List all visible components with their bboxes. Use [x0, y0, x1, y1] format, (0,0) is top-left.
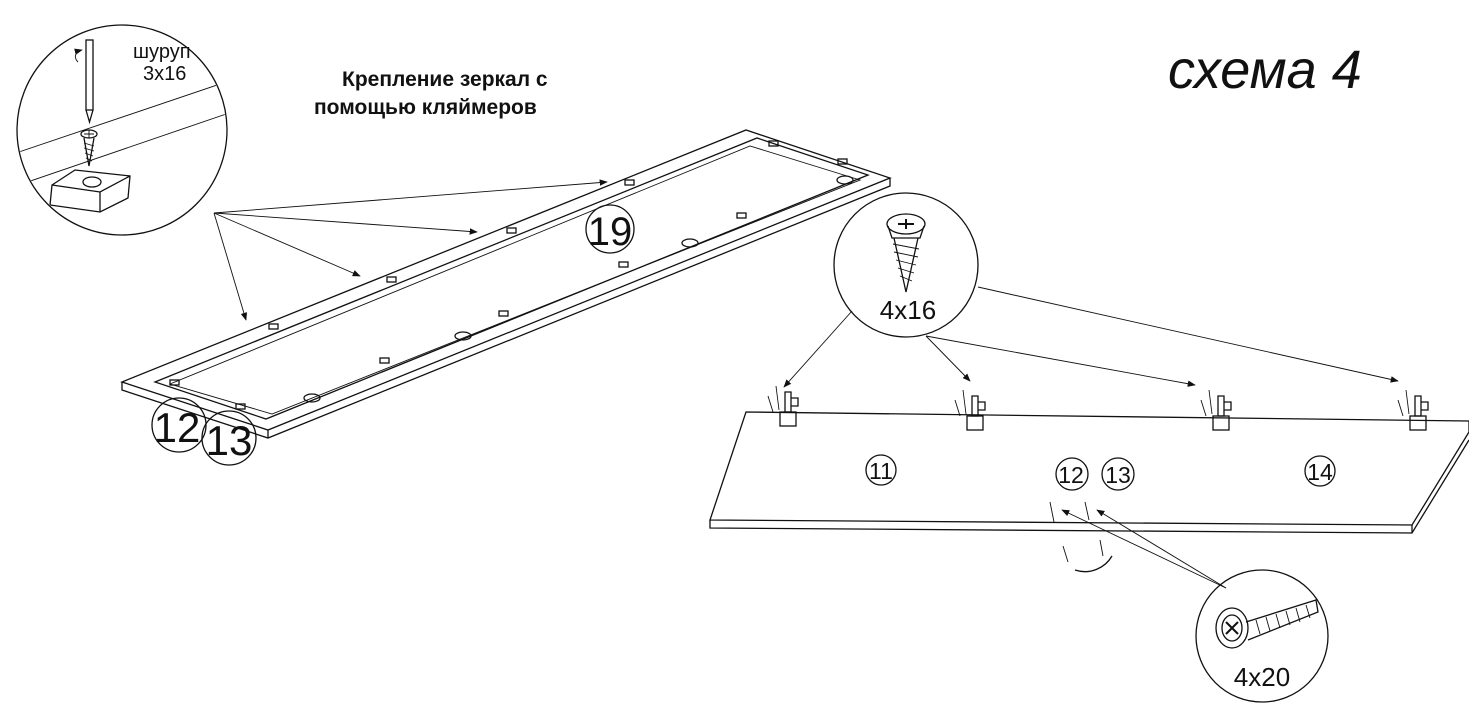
- screw-3x16-detail: шуруп 3x16: [16, 24, 228, 236]
- heading-line2: помощью кляймеров: [314, 96, 537, 119]
- detail-screw-size: 3x16: [143, 63, 186, 85]
- diagram-title: схема 4: [1168, 40, 1362, 100]
- part-number-panel-right-label: 14: [1307, 459, 1333, 485]
- screw-4x16-callout: 4x16: [833, 192, 979, 338]
- part-number-19-label: 19: [588, 210, 633, 254]
- part-number-panel-right: 14: [1304, 455, 1336, 487]
- panel-fittings: [767, 385, 1429, 431]
- mirror-clamps: [169, 140, 848, 410]
- detail-screw-name: шуруп: [133, 41, 191, 63]
- part-number-panel-mid-b: 13: [1101, 457, 1135, 491]
- heading: Крепление зеркал с помощью кляймеров: [314, 68, 548, 119]
- heading-line1: Крепление зеркал с: [342, 68, 548, 91]
- part-number-left-b: 13: [201, 410, 257, 466]
- mirror-panel: [120, 129, 892, 439]
- part-number-left-b-label: 13: [206, 417, 253, 464]
- screw-4x20-callout: 4x20: [1061, 509, 1329, 703]
- part-number-panel-mid-a: 12: [1055, 457, 1089, 491]
- part-number-panel-mid-a-label: 12: [1058, 462, 1084, 488]
- callout-4x16-arrows: [783, 286, 1399, 388]
- part-number-19: 19: [585, 204, 635, 254]
- right-panel: [709, 385, 1469, 573]
- part-number-left-a-label: 12: [154, 404, 201, 451]
- screw-4x20-label: 4x20: [1234, 662, 1290, 692]
- part-number-panel-left-label: 11: [869, 458, 893, 484]
- part-number-left-a: 12: [151, 397, 207, 453]
- part-number-panel-left: 11: [865, 454, 897, 486]
- part-number-panel-mid-b-label: 13: [1105, 462, 1131, 488]
- screw-4x16-label: 4x16: [880, 295, 936, 325]
- detail-arrows: [213, 179, 608, 321]
